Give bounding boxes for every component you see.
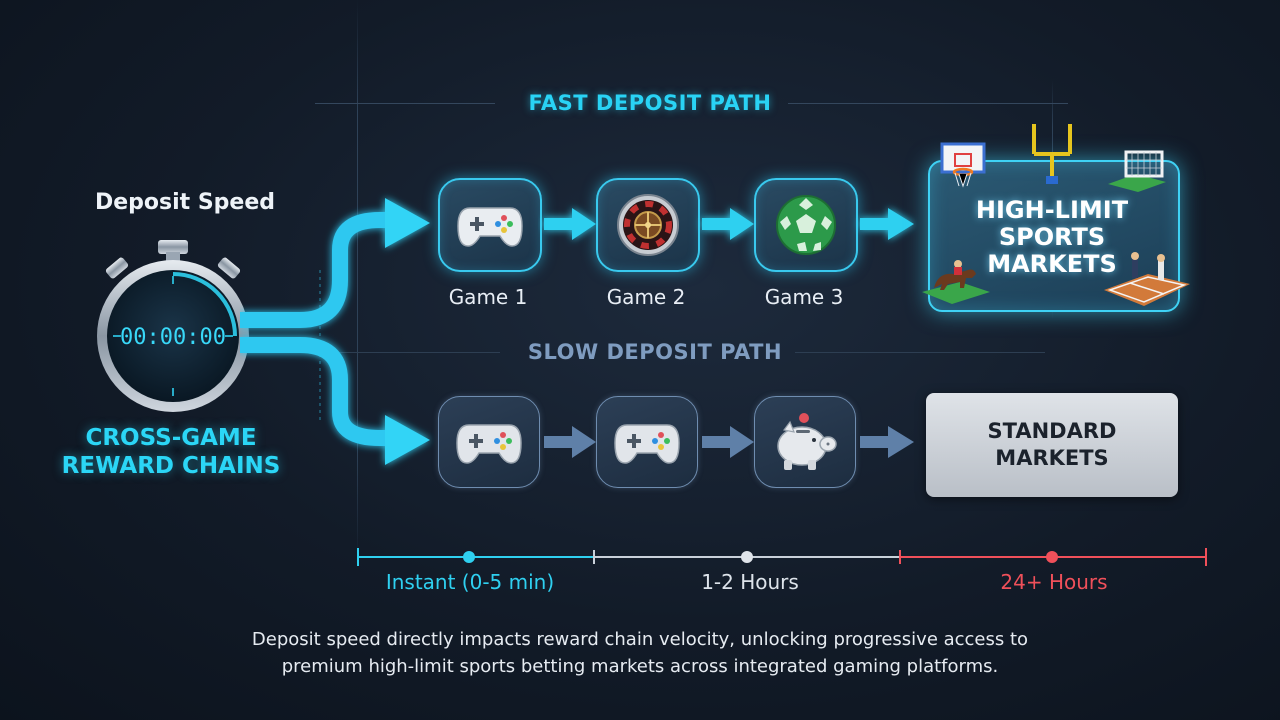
gamepad-icon (456, 424, 522, 464)
timer-display: 00:00:00 (120, 325, 226, 350)
timeline-marker-instant (463, 551, 475, 563)
fast-branch-arrow (240, 212, 390, 328)
grid-line-horizontal (315, 103, 495, 104)
slow-connector-arrows (544, 426, 914, 458)
footer-line2: premium high-limit sports betting market… (281, 656, 999, 677)
fast-node-game-1[interactable] (438, 178, 542, 272)
deposit-speed-title: Deposit Speed (94, 190, 276, 215)
timeline-marker-day (1046, 551, 1058, 563)
fast-connector-arrows (544, 208, 914, 240)
timeline-marker-hours (741, 551, 753, 563)
slow-node-1[interactable] (438, 396, 540, 488)
footer-line1: Deposit speed directly impacts reward ch… (251, 629, 1029, 650)
cross-game-line2: REWARD CHAINS (61, 453, 281, 479)
tennis-court-icon (1104, 252, 1190, 306)
target-slow-line2: MARKETS (995, 446, 1109, 470)
cross-game-line1: CROSS-GAME (85, 425, 257, 451)
grid-line-vertical (357, 0, 358, 560)
target-fast-line3: MARKETS (987, 250, 1117, 278)
game-2-label: Game 2 (606, 285, 686, 309)
slow-node-3[interactable] (754, 396, 856, 488)
footer-description: Deposit speed directly impacts reward ch… (180, 626, 1100, 680)
roulette-icon (617, 194, 679, 256)
cross-game-title: CROSS-GAME REWARD CHAINS (40, 424, 302, 480)
fast-node-game-3[interactable] (754, 178, 858, 272)
standard-markets-card[interactable]: STANDARD MARKETS (926, 393, 1178, 497)
target-fast-line1: HIGH-LIMIT (975, 196, 1129, 224)
speed-timeline (357, 548, 1207, 566)
target-slow-line1: STANDARD (987, 419, 1117, 443)
slow-node-2[interactable] (596, 396, 698, 488)
target-fast-line2: SPORTS (998, 223, 1106, 251)
slow-branch-arrow (240, 337, 390, 446)
soccer-goal-icon (1108, 150, 1166, 192)
fast-node-game-2[interactable] (596, 178, 700, 272)
horse-racing-icon (922, 260, 990, 304)
high-limit-sports-markets-label: HIGH-LIMIT SPORTS MARKETS (928, 197, 1176, 278)
slow-path-title: SLOW DEPOSIT PATH (527, 340, 783, 364)
branch-arrows (240, 198, 430, 465)
gamepad-icon (614, 424, 680, 464)
stopwatch-icon: 00:00:00 (97, 240, 249, 412)
grid-line-horizontal (795, 352, 1045, 353)
basketball-hoop-icon (940, 142, 986, 188)
game-3-label: Game 3 (764, 285, 844, 309)
piggy-bank-icon (777, 413, 837, 470)
timeline-label-hours: 1-2 Hours (701, 570, 799, 594)
grid-line-horizontal (330, 352, 500, 353)
grid-line-horizontal (788, 103, 1068, 104)
timeline-label-day: 24+ Hours (1000, 570, 1108, 594)
gamepad-icon (457, 207, 523, 247)
timeline-label-instant: Instant (0-5 min) (385, 570, 555, 594)
goalpost-icon (1032, 124, 1072, 184)
soccer-ball-icon (776, 195, 836, 255)
fast-path-title: FAST DEPOSIT PATH (528, 91, 772, 115)
game-1-label: Game 1 (448, 285, 528, 309)
